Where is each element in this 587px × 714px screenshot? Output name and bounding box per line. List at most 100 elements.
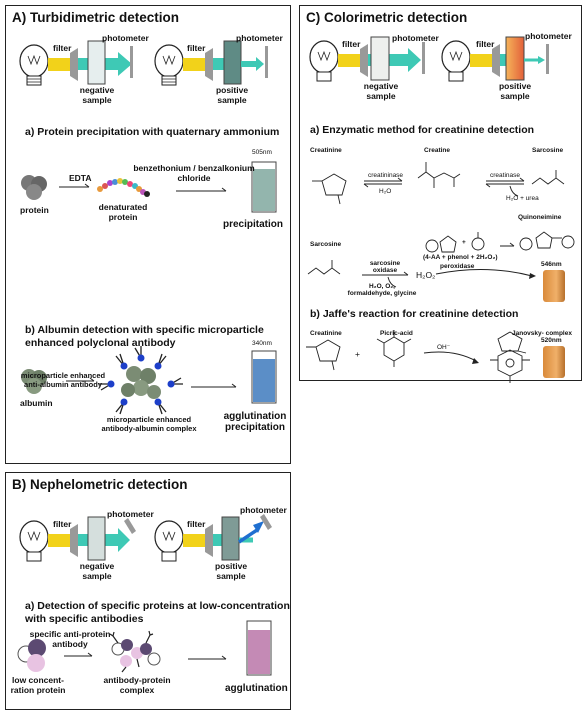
- picric-acid-label: Picric-acid: [380, 330, 413, 337]
- light-bulb-icon: [154, 520, 184, 562]
- precipitation-diagram: [21, 161, 277, 415]
- section-a-title: a) Enzymatic method for creatinine detec…: [310, 124, 535, 136]
- plus-sign: +: [462, 239, 466, 246]
- agglutination-label: agglutination: [225, 683, 288, 694]
- beam-arrow-small: [241, 57, 264, 71]
- picric-acid-structure: [376, 330, 412, 367]
- photometer-label: photometer: [107, 509, 154, 519]
- filter-icon: [360, 44, 368, 77]
- cuvette-negative: [370, 36, 390, 81]
- photometer-label: photometer: [392, 33, 439, 43]
- sample-tube-520: [543, 346, 565, 378]
- photometer-label: photometer: [240, 505, 287, 515]
- filter-label: filter: [342, 39, 361, 49]
- positive-sample-label: positive sample: [214, 561, 248, 581]
- wavelength-label: 505nm: [252, 149, 272, 156]
- photometer-icon: [260, 514, 272, 530]
- sarcosine-label: Sarcosine: [532, 147, 564, 154]
- filter-label: filter: [53, 519, 72, 529]
- creatine-label: Creatine: [424, 147, 451, 154]
- hydroxide-label: OH⁻: [437, 344, 451, 351]
- panel-b-title: B) Nephelometric detection: [12, 477, 188, 492]
- filter-label: filter: [187, 43, 206, 53]
- arrow: [66, 377, 95, 382]
- light-beam-yellow: [48, 58, 70, 71]
- agglutination-fill: [248, 630, 270, 674]
- cuvette-positive: [505, 36, 525, 81]
- negative-sample-label: negative sample: [79, 85, 115, 105]
- filter-label: filter: [187, 519, 206, 529]
- turbidimetric-setup-diagram: [19, 40, 268, 86]
- wavelength-label: 520nm: [541, 337, 562, 344]
- arrow: [191, 383, 237, 388]
- arrow: [176, 187, 227, 192]
- light-bulb-icon: [309, 40, 339, 82]
- quinoneimine-structure: [519, 231, 575, 251]
- precipitation-fill: [253, 169, 275, 211]
- janovsky-complex-label: Janovsky- complex: [512, 330, 572, 337]
- edta-label: EDTA: [69, 173, 92, 183]
- arrow: [64, 652, 93, 657]
- equilibrium-arrow: [363, 177, 403, 188]
- filter-label: filter: [53, 43, 72, 53]
- light-beam-yellow: [183, 58, 205, 71]
- photometer-icon: [546, 44, 549, 74]
- wavelength-label: 340nm: [252, 340, 272, 347]
- antibody-label: specific anti-protein antibody: [29, 629, 111, 649]
- filter-icon: [70, 48, 78, 81]
- wavelength-label: 546nm: [541, 261, 562, 268]
- light-beam-yellow: [48, 534, 70, 547]
- filter-icon: [205, 48, 213, 81]
- sarcosine-structure: [531, 170, 565, 185]
- creatine-structure: [417, 162, 461, 188]
- negative-sample-label: negative sample: [79, 561, 115, 581]
- filter-icon: [70, 524, 78, 557]
- cuvette-positive: [221, 516, 240, 561]
- denatured-protein-label: denaturated protein: [98, 202, 148, 222]
- photometer-label: photometer: [102, 33, 149, 43]
- creatininase-label: creatininase: [368, 172, 404, 179]
- positive-sample-label: positive sample: [215, 85, 249, 105]
- sample-tube-546: [543, 270, 565, 302]
- precipitation-label: precipitation: [223, 219, 284, 230]
- filter-icon: [492, 44, 500, 77]
- negative-sample-label: negative sample: [363, 81, 399, 101]
- complex-label: antibody-protein complex: [103, 675, 171, 695]
- protein-icon: [21, 175, 47, 200]
- creatinine-label: Creatinine: [310, 147, 342, 154]
- sarcosine-label-2: Sarcosine: [310, 241, 342, 248]
- photometer-label: photometer: [525, 31, 572, 41]
- denatured-protein-icon: [97, 178, 150, 197]
- protein-label: low concent- ration protein: [10, 675, 66, 695]
- reagents-label: (4-AA + phenol + 2H₂O₂): [423, 254, 498, 261]
- creatinase-label: creatinase: [490, 172, 520, 179]
- nephelometric-setup-diagram: [17, 514, 272, 676]
- antibody-protein-complex-icon: [109, 630, 161, 673]
- positive-sample-label: positive sample: [498, 81, 532, 101]
- peroxidase-label: peroxidase: [440, 263, 475, 270]
- section-a-title: a) Detection of specific proteins at low…: [25, 600, 290, 625]
- sarcosine-oxidase-label: sarcosine oxidase: [369, 260, 401, 274]
- reaction-curve: [423, 351, 477, 362]
- arrow: [59, 183, 90, 188]
- scatter-arrow: [238, 528, 258, 544]
- albumin-cluster: [121, 366, 161, 399]
- h2o2-label: H₂O₂: [416, 270, 436, 280]
- photometer-icon: [422, 42, 425, 74]
- quinoneimine-label: Quinoneimine: [518, 214, 562, 221]
- low-concentration-protein-icon: [17, 639, 46, 672]
- panel-a-title: A) Turbidimetric detection: [12, 10, 180, 25]
- reaction-curve: [435, 269, 533, 277]
- albumin-label: albumin: [20, 398, 53, 408]
- agglutination-fill: [253, 359, 275, 402]
- cuvette-negative: [87, 516, 106, 561]
- plus-sign: +: [355, 349, 360, 359]
- agglutination-label: agglutination precipitation: [223, 411, 287, 433]
- microparticle-icons: [107, 354, 175, 406]
- creatinine-label: Creatinine: [310, 330, 342, 337]
- sarcosine-structure-2: [307, 260, 341, 275]
- light-bulb-icon: [441, 40, 471, 82]
- panel-turbidimetric: A) Turbidimetric detection filter photom…: [5, 5, 291, 464]
- photometer-label: photometer: [236, 33, 283, 43]
- photometer-icon: [265, 46, 268, 78]
